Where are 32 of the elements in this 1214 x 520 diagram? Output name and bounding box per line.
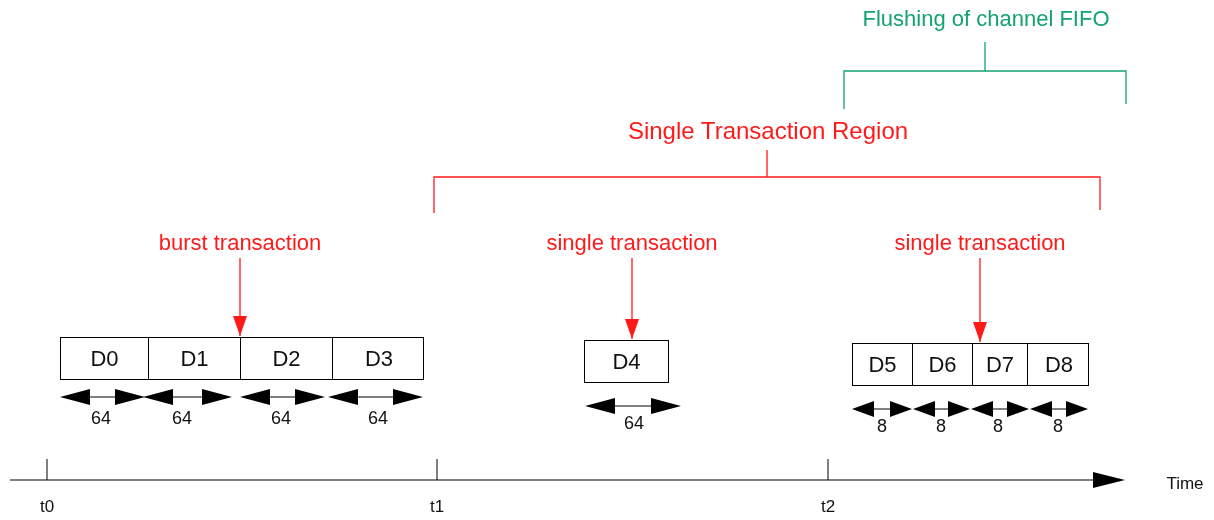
dimension-label: 8	[936, 416, 946, 438]
data-frame	[60, 337, 424, 380]
data-cell: D4	[584, 340, 669, 383]
axis-label: Time	[1166, 474, 1204, 495]
tick-label: t1	[429, 497, 445, 518]
arrow	[625, 257, 639, 340]
dimension-label: 64	[91, 408, 111, 430]
arrow	[233, 257, 247, 337]
data-frame	[852, 343, 1089, 386]
annotation-text: burst transaction	[158, 230, 322, 256]
tick-label: t0	[39, 497, 55, 518]
data-cell: D8	[1028, 344, 1090, 385]
arrow	[973, 257, 987, 343]
dimension-label: 64	[172, 408, 192, 430]
data-cell: D6	[913, 344, 973, 385]
tick-label: t2	[820, 497, 836, 518]
dimension-label: 8	[1053, 416, 1063, 438]
bracket-label: Single Transaction Region	[627, 117, 909, 146]
dimension-label: 64	[271, 408, 291, 430]
data-cell: D5	[853, 344, 913, 385]
annotation-text: single transaction	[894, 230, 1066, 256]
data-cell: D1	[149, 338, 241, 379]
data-cell: D2	[241, 338, 333, 379]
data-cell: D3	[333, 338, 425, 379]
dimension-label: 64	[624, 413, 644, 435]
data-cell: D0	[61, 338, 149, 379]
dimension-label: 64	[368, 408, 388, 430]
data-cell: D7	[973, 344, 1028, 385]
annotation-text: single transaction	[546, 230, 718, 256]
bracket-label: Flushing of channel FIFO	[862, 6, 1110, 33]
dimension-label: 8	[877, 416, 887, 438]
dimension-label: 8	[993, 416, 1003, 438]
